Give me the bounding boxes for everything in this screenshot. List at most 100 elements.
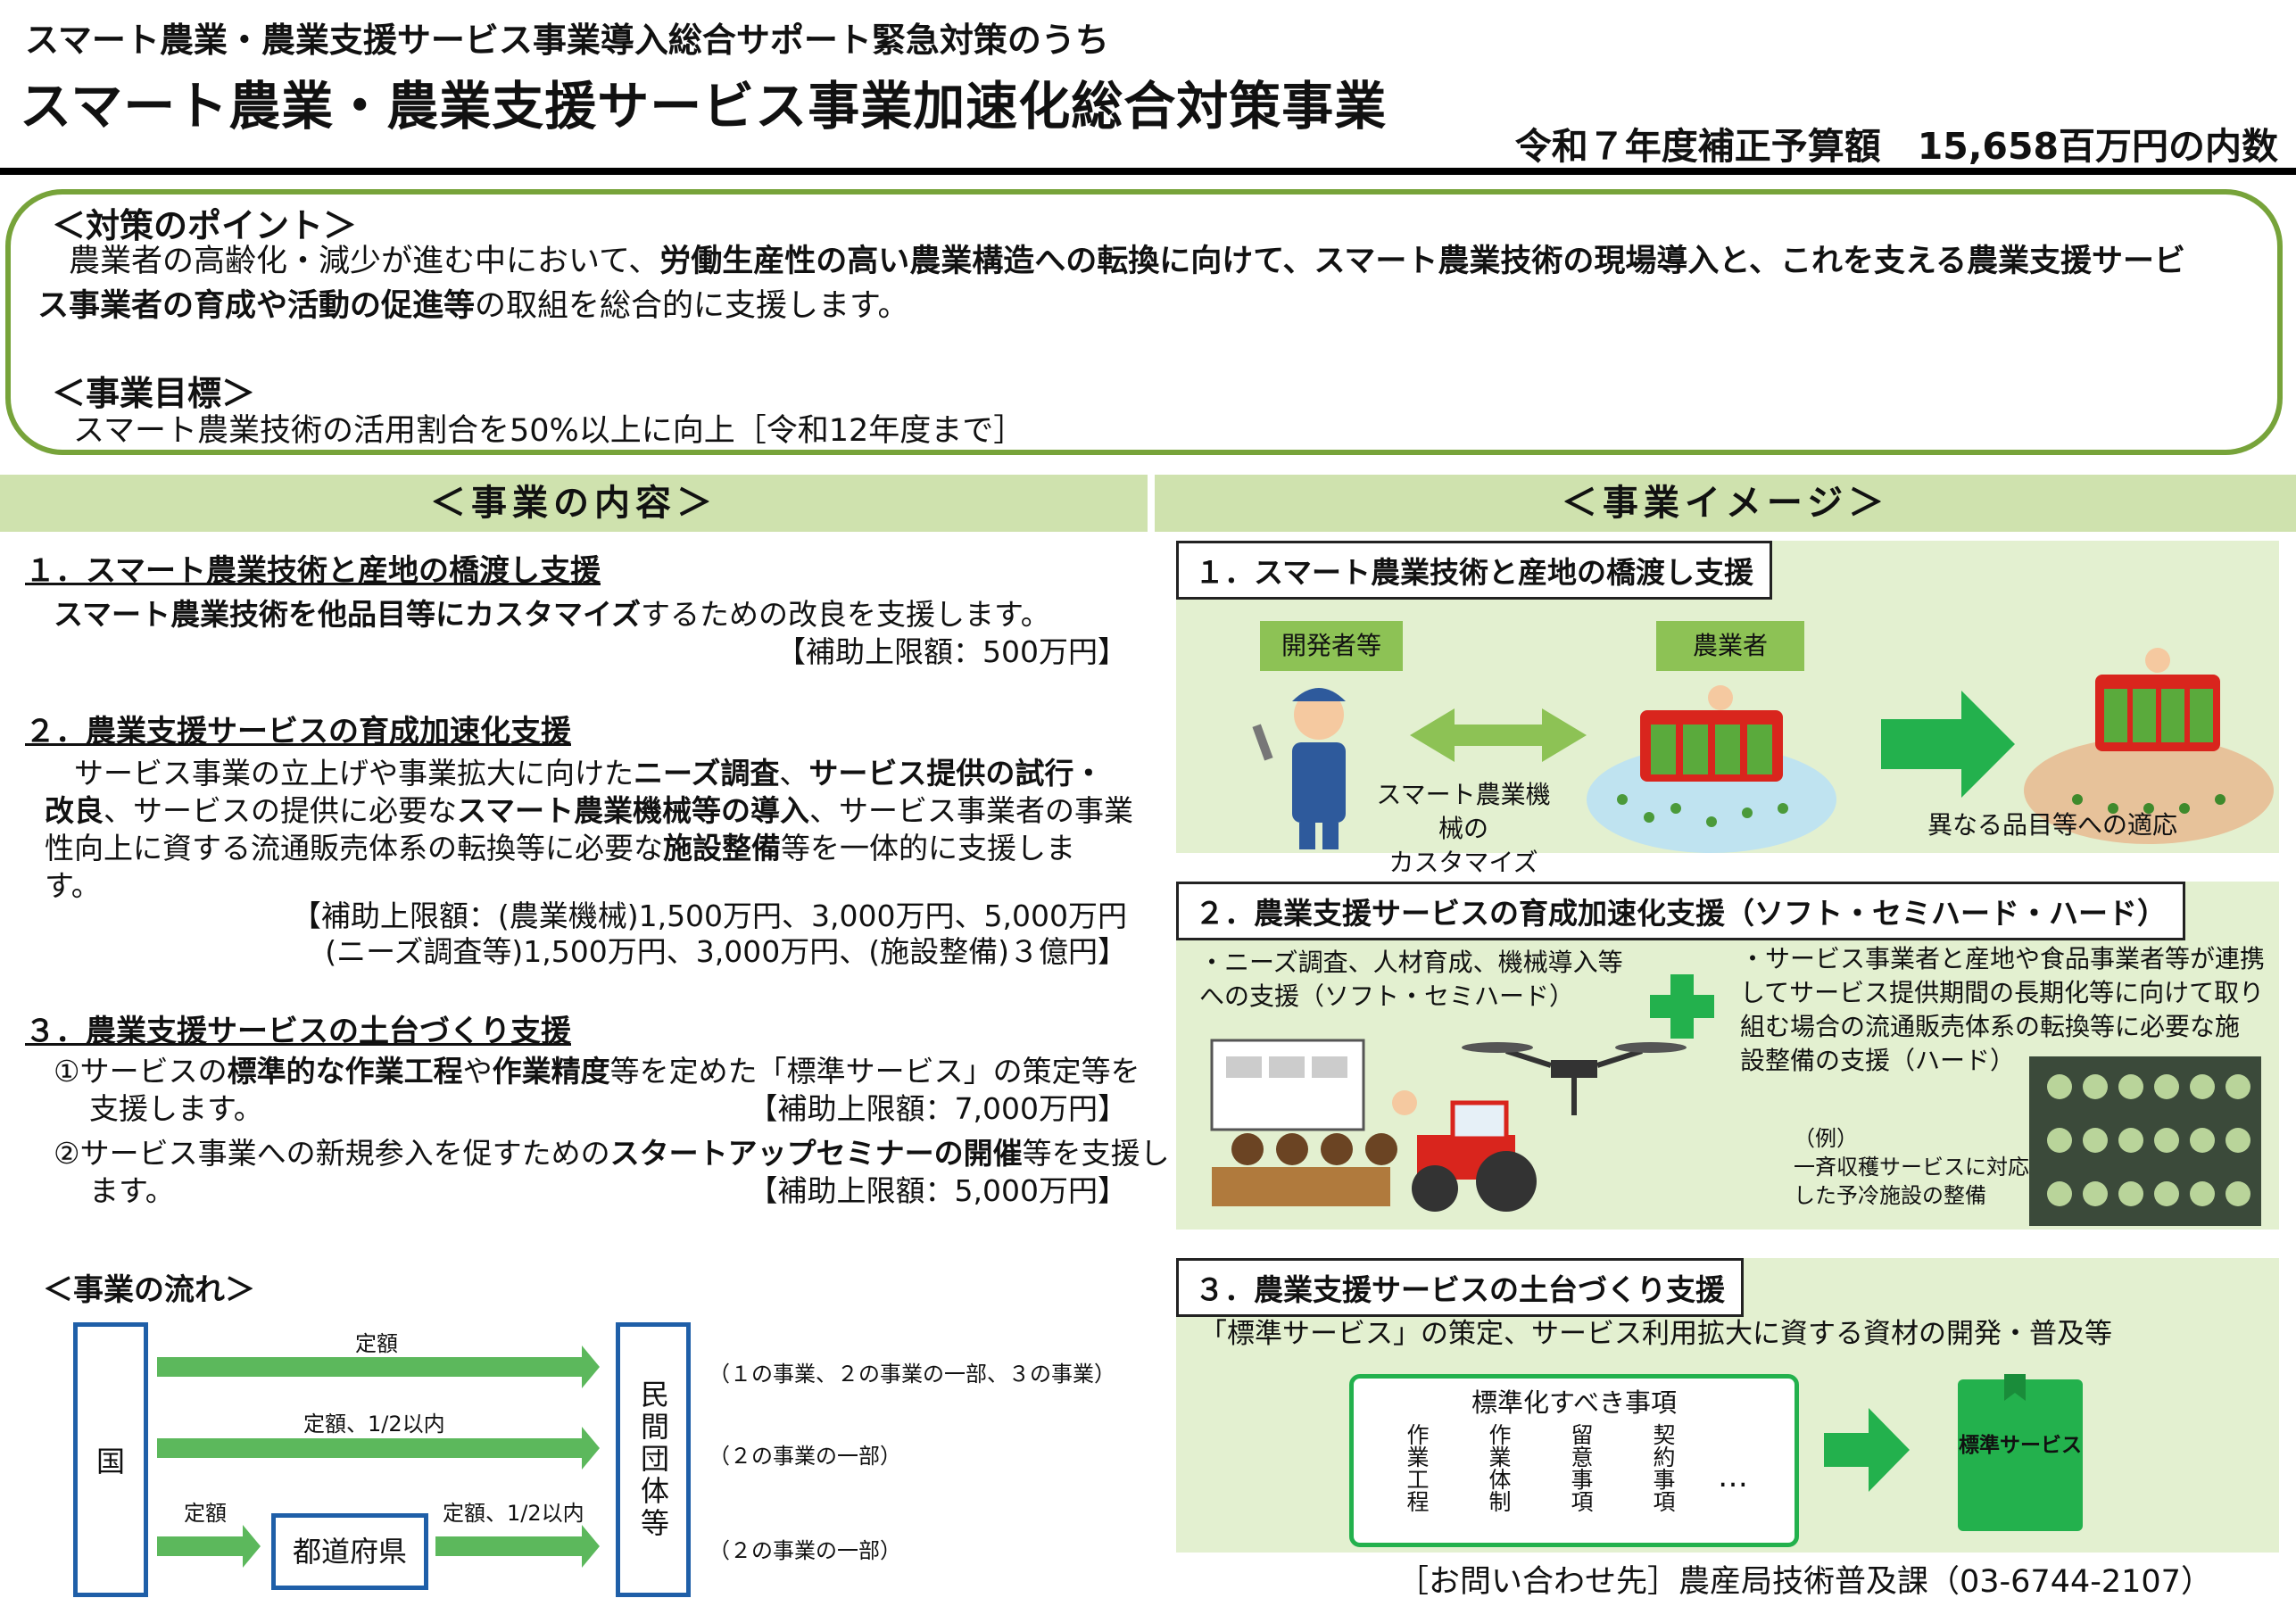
budget-amount: 令和７年度補正予算額 15,658百万円の内数 (1514, 125, 2278, 168)
item-process: 作業工程 (1404, 1423, 1430, 1512)
flow-arrow-4-head (582, 1525, 600, 1568)
flow-org: 民間団体等 (636, 1379, 670, 1540)
s3-item-2-cont: ます。 (89, 1173, 175, 1208)
item-notes: 留意事項 (1568, 1423, 1594, 1512)
panel-1-caption-2: 異なる品目等への適応 (1927, 810, 2178, 840)
panel-3-arrow (1824, 1408, 1910, 1492)
panel-2-example: （例） 一斉収穫サービスに対応した予冷施設の整備 (1794, 1124, 2029, 1210)
points-text-d: の取組を総合的に支援します。 (475, 288, 909, 324)
flow-arrow-3-shaft (157, 1536, 243, 1556)
bookmark-icon (2004, 1374, 2026, 1401)
contact-info: ［お問い合わせ先］農産局技術普及課（03-6744-2107） (1397, 1564, 2212, 1600)
flow-arrow-4-shaft (435, 1536, 582, 1556)
p2-ex1: （例） (1794, 1126, 1858, 1151)
flow-note-2: （２の事業の一部） (709, 1444, 901, 1469)
points-heading: ＜対策のポイント＞ (52, 206, 358, 245)
s3-i2b: スタートアップセミナーの開催 (609, 1136, 1023, 1171)
p2-left-2: への支援（ソフト・セミハード） (1199, 981, 1575, 1011)
right-section-bar: ＜事業イメージ＞ (1155, 475, 2296, 532)
caption-1a: スマート農業機械の (1376, 780, 1551, 843)
flow-pref: 都道府県 (292, 1535, 407, 1569)
flow-arrow-3-head (243, 1525, 261, 1568)
double-arrow (1410, 708, 1587, 762)
pre-title: スマート農業・農業支援サービス事業導入総合サポート緊急対策のうち (25, 21, 1109, 60)
s2-p2c: スマート農業機械等の導入 (457, 793, 810, 828)
panel-2-title: ２．農業支援サービスの育成加速化支援（ソフト・セミハード・ハード） (1176, 882, 2185, 940)
p2-r4: 設整備の支援（ハード） (1740, 1046, 2016, 1075)
s2-p1: サービス事業の立上げや事業拡大に向けた (45, 756, 634, 791)
s2-p2: 、サービスの提供に必要な (104, 793, 457, 828)
s3-item-1-limit: 【補助上限額：7,000万円】 (748, 1091, 1127, 1126)
p2-r3: 組む場合の流通販売体系の転換等に必要な施 (1740, 1012, 2241, 1041)
flow-org-box: 民間団体等 (616, 1322, 691, 1597)
points-text: 農業者の高齢化・減少が進む中において、労働生産性の高い農業構造への転換に向けて、… (37, 239, 2268, 328)
s2-p3b: 施設整備 (663, 831, 781, 865)
developer-figure (1252, 688, 1346, 849)
flow-label-4: 定額、1/2以内 (443, 1501, 584, 1526)
s3-i1a: ①サービスの (54, 1054, 228, 1089)
s2-p2d: 、サービス事業者の事業 (809, 793, 1134, 828)
goal-heading: ＜事業目標＞ (52, 374, 256, 413)
s1-title: １．スマート農業技術と産地の橋渡し支援 (25, 553, 601, 589)
s2-p1c: 、 (779, 756, 809, 791)
p2-left-1: ・ニーズ調査、人材育成、機械導入等 (1199, 948, 1623, 977)
s3-item-2: ②サービス事業への新規参入を促すためのスタートアップセミナーの開催等を支援し (54, 1135, 1170, 1172)
flow-arrow-1-head (582, 1346, 600, 1388)
flow-note-3: （２の事業の一部） (709, 1538, 901, 1563)
panel-1-caption-1: スマート農業機械のカスタマイズ (1374, 778, 1553, 880)
points-text-b: 労働生産性の高い農業構造への転換に向けて、スマート農業技術の現場導入と、これを支… (659, 244, 2185, 279)
s2-p3: 性向上に資する流通販売体系の転換等に必要な (45, 831, 663, 865)
page-title: スマート農業・農業支援サービス事業加速化総合対策事業 (20, 76, 1388, 137)
flow-label-2: 定額、1/2以内 (303, 1412, 445, 1437)
s3-i1b: 標準的な作業工程 (227, 1054, 463, 1089)
points-box: ＜対策のポイント＞ 農業者の高齢化・減少が進む中において、労働生産性の高い農業構… (5, 189, 2283, 455)
drone-illustration (1462, 1042, 1687, 1115)
tractor-illustration (1412, 1100, 1537, 1212)
s1-text-bold: スマート農業技術を他品目等にカスタマイズ (54, 597, 642, 632)
panel-1-title: １．スマート農業技術と産地の橋渡し支援 (1176, 541, 1773, 600)
book-label: 標準サービス (1959, 1434, 2082, 1457)
panel-3-subtitle: 「標準サービス」の策定、サービス利用拡大に資する資材の開発・普及等 (1199, 1318, 2112, 1350)
seminar-illustration (1210, 1039, 1417, 1206)
flow-note-1: （１の事業、２の事業の一部、３の事業） (709, 1362, 1115, 1387)
s3-item-1-cont: 支援します。 (89, 1091, 263, 1126)
s1-text: スマート農業技術を他品目等にカスタマイズするための改良を支援します。 (54, 596, 1050, 633)
flow-country-box: 国 (73, 1322, 148, 1597)
item-more: … (1718, 1459, 1748, 1495)
standard-items-box: 標準化すべき事項 作業工程 作業体制 留意事項 契約事項 … (1349, 1374, 1799, 1547)
p2-ex2: 一斉収穫サービスに対応 (1794, 1155, 2029, 1180)
p2-r2: してサービス提供期間の長期化等に向けて取り (1740, 978, 2265, 1007)
p2-ex3: した予冷施設の整備 (1794, 1183, 1986, 1208)
s3-item-2-limit: 【補助上限額：5,000万円】 (748, 1173, 1127, 1208)
item-contract: 契約事項 (1650, 1423, 1676, 1512)
s1-text-rest: するための改良を支援します。 (641, 597, 1050, 632)
flow-label-1: 定額 (355, 1331, 398, 1356)
flow-arrow-2-head (582, 1427, 600, 1470)
s3-i2a: ②サービス事業への新規参入を促すための (54, 1136, 610, 1171)
panel-2-right-text: ・サービス事業者と産地や食品事業者等が連携してサービス提供期間の長期化等に向けて… (1740, 942, 2265, 1078)
panel-2-illustration (1210, 974, 2261, 1226)
s2-limit-2: (ニーズ調査等)1,500万円、3,000万円、(施設整備)３億円】 (325, 934, 1127, 969)
s2-p4: す。 (45, 868, 101, 903)
flow-heading: ＜事業の流れ＞ (43, 1272, 255, 1308)
plus-icon (1650, 974, 1714, 1039)
s3-i1e: 等を定めた「標準サービス」の策定等を (609, 1054, 1140, 1089)
header-rule (0, 168, 2296, 175)
flow-label-3: 定額 (184, 1501, 227, 1526)
points-text-a: 農業者の高齢化・減少が進む中において、 (37, 244, 660, 279)
rice-field-machine (1587, 685, 1836, 853)
flow-arrows (157, 1346, 600, 1568)
p2-r1: ・サービス事業者と産地や食品事業者等が連携 (1740, 944, 2266, 973)
standard-book-icon: 標準サービス (1958, 1374, 2083, 1531)
adapted-machine (2024, 648, 2274, 844)
s3-i1c: や (462, 1054, 493, 1089)
s2-limit-1: 【補助上限額：(農業機械)1,500万円、3,000万円、5,000万円 (291, 898, 1127, 933)
goal-text: スマート農業技術の活用割合を50%以上に向上［令和12年度まで］ (73, 413, 1025, 449)
left-section-bar: ＜事業の内容＞ (0, 475, 1148, 532)
s2-p2b: 改良 (45, 793, 104, 828)
tag-developer: 開発者等 (1260, 621, 1403, 671)
s3-i2c: 等を支援し (1022, 1136, 1170, 1171)
s3-i1d: 作業精度 (492, 1054, 610, 1089)
standard-items-title: 標準化すべき事項 (1471, 1387, 1677, 1418)
cooling-facility-photo (2029, 1056, 2261, 1226)
